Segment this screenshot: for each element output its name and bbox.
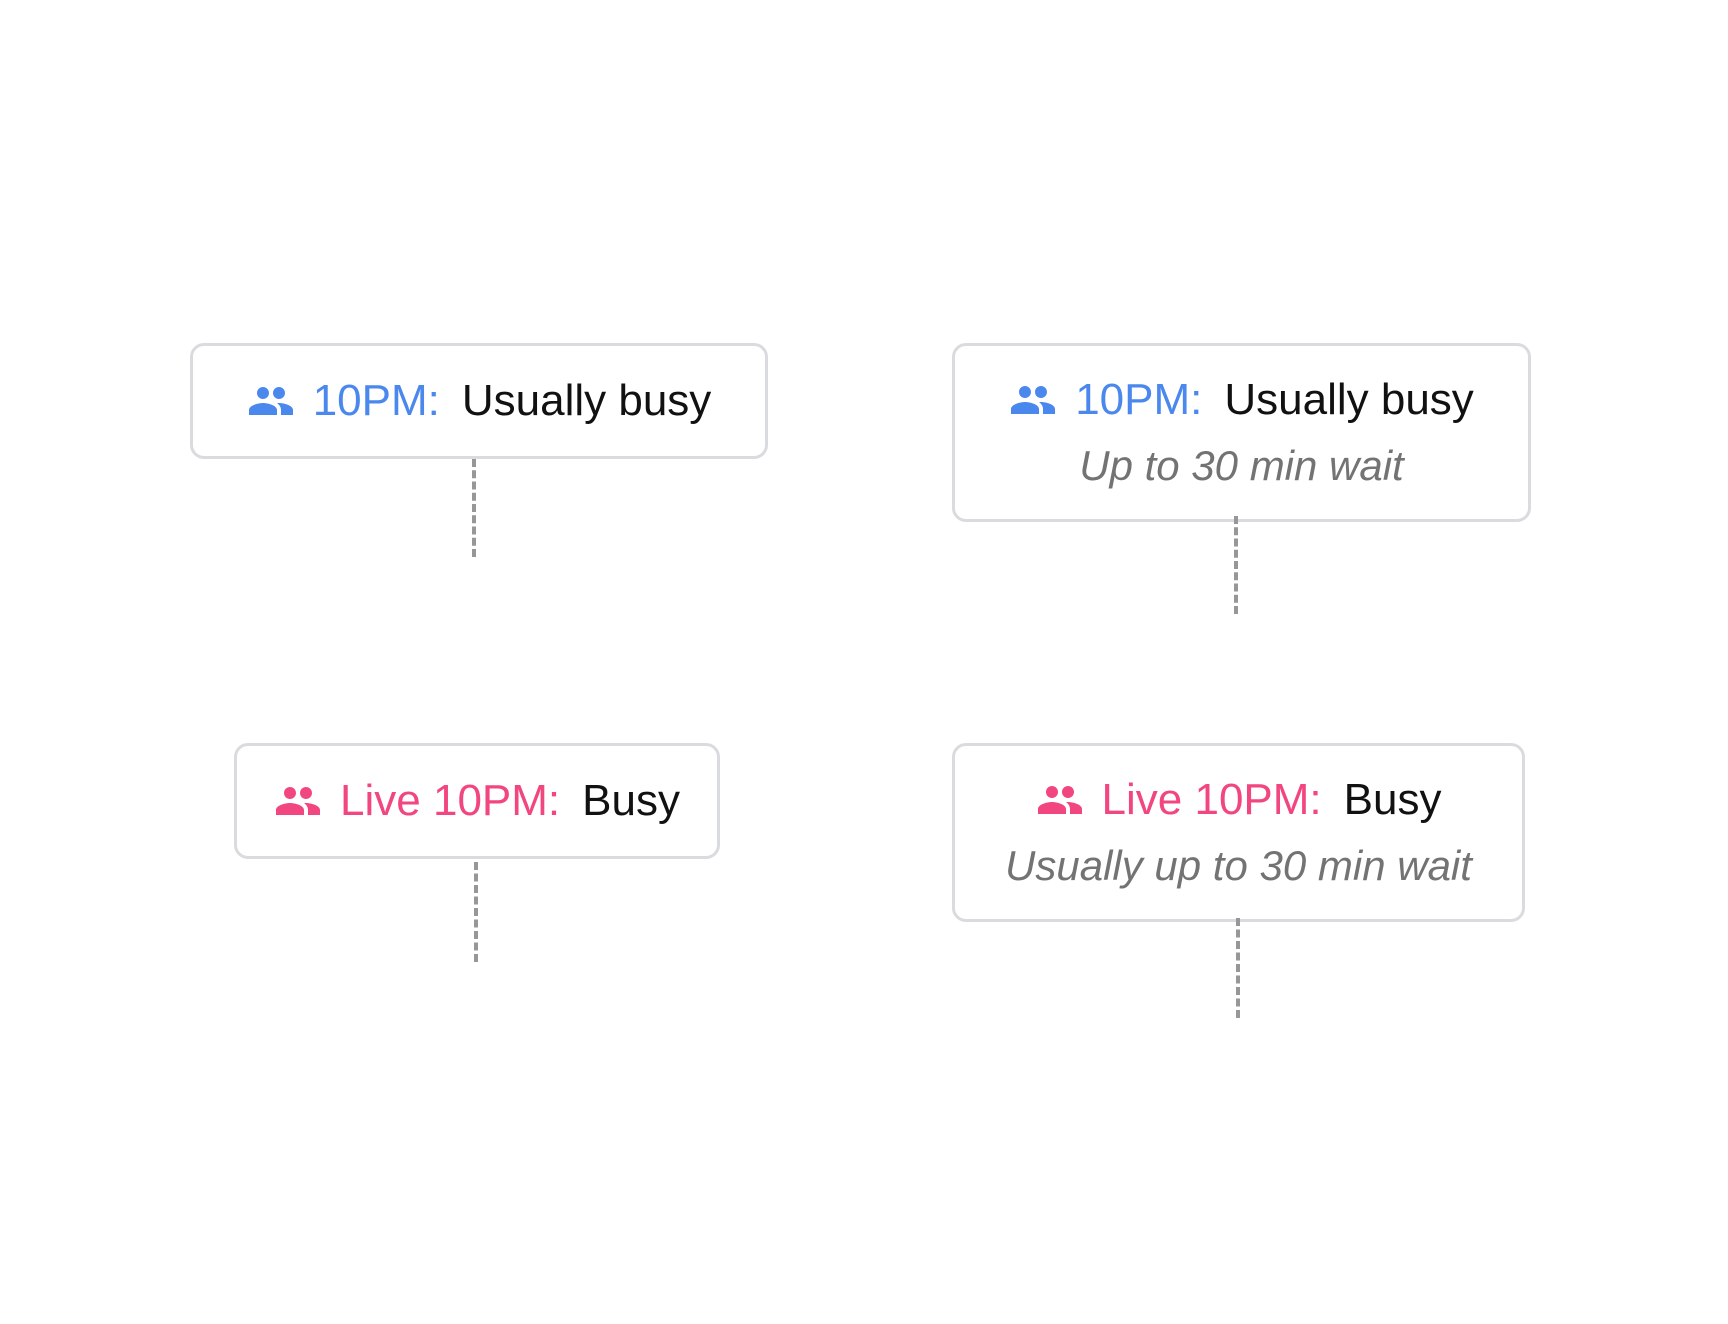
- time-label: 10PM:: [1075, 374, 1203, 424]
- dashed-stem: [474, 862, 478, 962]
- time-label: 10PM:: [312, 376, 440, 425]
- wait-time-detail: Usually up to 30 min wait: [1005, 841, 1472, 889]
- time-label: Live 10PM:: [1101, 774, 1322, 824]
- callout-headline: Live 10PM: Busy: [1036, 774, 1442, 826]
- people-icon: [1036, 776, 1084, 824]
- callout-typical-with-wait: 10PM: Usually busy Up to 30 min wait: [952, 343, 1531, 522]
- busyness-status: Busy: [582, 776, 680, 825]
- callout-headline: 10PM: Usually busy: [247, 375, 712, 427]
- callout-headline: 10PM: Usually busy: [1009, 374, 1474, 426]
- callout-headline: Live 10PM: Busy: [274, 775, 680, 827]
- dashed-stem: [472, 459, 476, 557]
- callout-live-simple: Live 10PM: Busy: [234, 743, 720, 859]
- callout-live-with-wait: Live 10PM: Busy Usually up to 30 min wai…: [952, 743, 1525, 922]
- people-icon: [1009, 376, 1057, 424]
- dashed-stem: [1236, 918, 1240, 1018]
- people-icon: [274, 777, 322, 825]
- time-label: Live 10PM:: [340, 776, 561, 825]
- wait-time-detail: Up to 30 min wait: [1079, 441, 1404, 489]
- people-icon: [247, 377, 295, 425]
- dashed-stem: [1234, 516, 1238, 614]
- busyness-status: Busy: [1343, 774, 1442, 824]
- busyness-status: Usually busy: [1224, 374, 1474, 424]
- busyness-status: Usually busy: [461, 376, 712, 425]
- callout-typical-simple: 10PM: Usually busy: [190, 343, 768, 459]
